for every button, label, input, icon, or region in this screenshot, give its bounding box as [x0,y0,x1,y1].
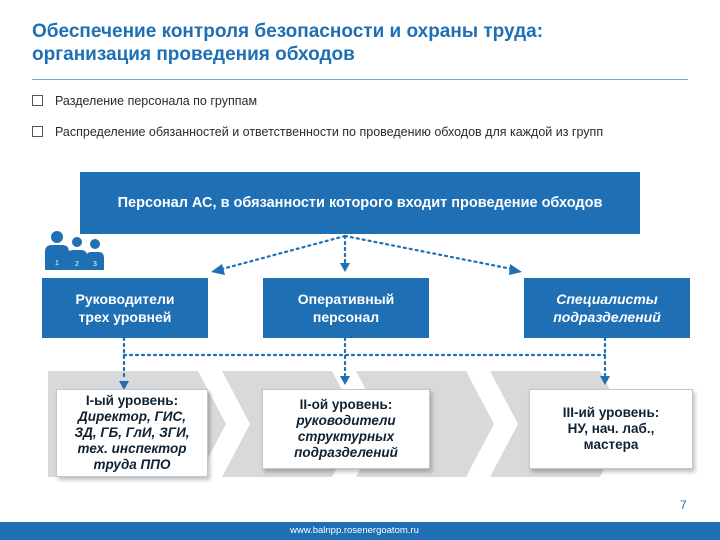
arrowhead-level1 [119,381,129,390]
page-number: 7 [680,498,687,512]
group-label-line2: персонал [312,309,380,325]
level-heading: II-ой уровень: [299,397,393,412]
level-3-panel: III-ий уровень: НУ, нач. лаб., мастера [529,389,693,469]
group-label-line2: трех уровней [78,309,172,325]
arrowhead-level3 [600,376,610,385]
bullet-item: Разделение персонала по группам [32,94,257,108]
dotted-link-right [343,234,514,271]
people-icon-number-3: 3 [93,261,97,268]
level-line: подразделений [294,445,398,460]
top-box-label: Персонал АС, в обязанности которого вход… [117,195,603,211]
bullet-item: Распределение обязанностей и ответственн… [32,125,603,139]
people-icon: 1 2 3 [45,231,104,270]
footer-url: www.balnpp.rosenergoatom.ru [290,525,419,536]
dotted-link-left [220,234,347,271]
level-line: тех. инспектор [77,441,187,456]
people-icon-number-1: 1 [55,260,59,267]
bullet-text: Разделение персонала по группам [55,94,258,108]
level-line: мастера [583,437,639,452]
level-heading: I-ый уровень: [85,393,179,408]
arrowhead-right [509,264,522,275]
level-line: НУ, нач. лаб., [567,421,655,436]
level-line: ЗД, ГБ, ГлИ, ЗГИ, [74,425,190,440]
arrowhead-center [340,263,350,272]
group-box-specialists: Специалисты подразделений [524,278,690,338]
arrowhead-level2 [340,376,350,385]
group-label-line2: подразделений [553,309,661,325]
level-heading: III-ий уровень: [562,405,660,420]
people-icon-number-2: 2 [75,261,79,268]
page-title: Обеспечение контроля безопасности и охра… [32,20,672,66]
checkbox-bullet-icon [32,95,43,106]
title-line-1: Обеспечение контроля безопасности и охра… [32,21,544,42]
group-box-managers: Руководители трех уровней [42,278,208,338]
checkbox-bullet-icon [32,126,43,137]
footer-bar: www.balnpp.rosenergoatom.ru [0,522,720,540]
arrowhead-left [211,264,225,275]
level-line: структурных [297,429,395,444]
level-line: труда ППО [93,457,171,472]
level-2-panel: II-ой уровень: руководители структурных … [262,389,430,469]
level-line: Директор, ГИС, [78,409,186,424]
level-line: руководители [296,413,396,428]
top-personnel-box: Персонал АС, в обязанности которого вход… [80,172,640,234]
title-divider [32,79,688,80]
group-label-line1: Оперативный [297,291,395,307]
group-label-line1: Специалисты [556,291,658,307]
group-box-operational: Оперативный персонал [263,278,429,338]
group-label-line1: Руководители [75,291,175,307]
bullet-text: Распределение обязанностей и ответственн… [55,125,604,139]
level-1-panel: I-ый уровень: Директор, ГИС, ЗД, ГБ, ГлИ… [56,389,208,477]
title-line-2: организация проведения обходов [32,44,355,65]
